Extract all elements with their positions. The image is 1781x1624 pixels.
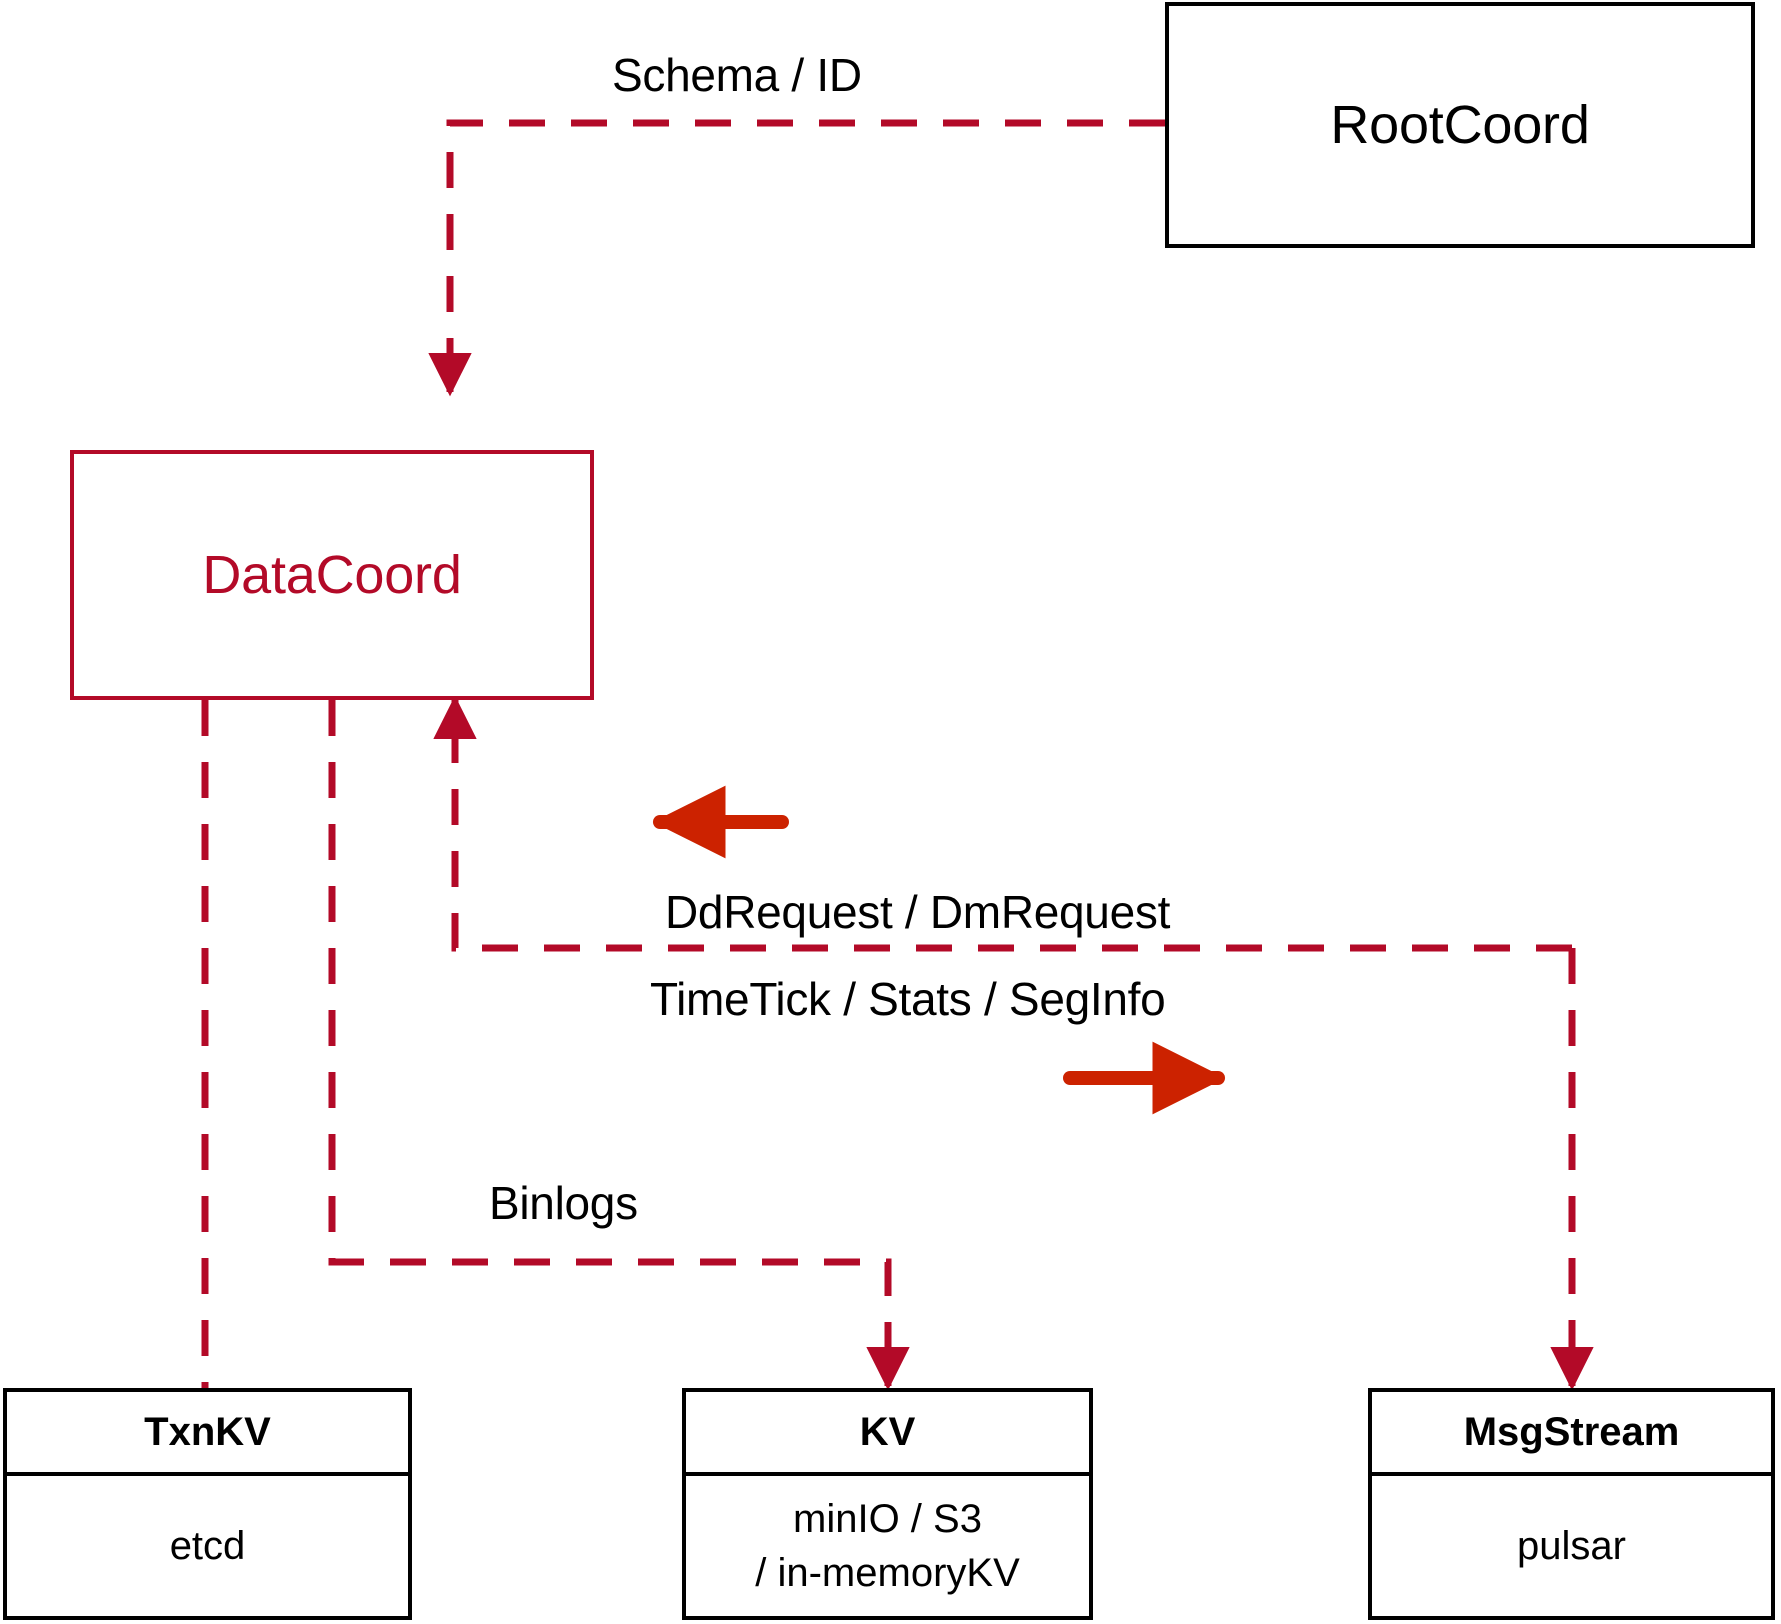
node-txnkv-body: etcd (7, 1476, 408, 1616)
node-kv[interactable]: KV minIO / S3 / in-memoryKV (682, 1388, 1093, 1620)
edge-label-dd-dm-request: DdRequest / DmRequest (665, 886, 1171, 938)
edge-datacoord-kv-binlogs (328, 700, 910, 1391)
edge-msgstream-datacoord (433, 695, 1594, 1391)
node-msgstream-body: pulsar (1372, 1476, 1771, 1616)
edge-schema-id (428, 119, 1165, 397)
edge-label-timetick-stats-seginfo: TimeTick / Stats / SegInfo (650, 973, 1166, 1025)
node-txnkv-line-0: etcd (169, 1524, 246, 1568)
node-msgstream-header: MsgStream (1372, 1392, 1771, 1476)
node-datacoord[interactable]: DataCoord (70, 450, 594, 700)
node-txnkv[interactable]: TxnKV etcd (3, 1388, 412, 1620)
node-msgstream-line-0: pulsar (1517, 1524, 1626, 1568)
node-msgstream[interactable]: MsgStream pulsar (1368, 1388, 1775, 1620)
node-kv-header: KV (686, 1392, 1089, 1476)
node-txnkv-header: TxnKV (7, 1392, 408, 1476)
node-datacoord-label: DataCoord (202, 545, 462, 605)
node-kv-line-0: minIO / S3 (793, 1497, 982, 1541)
node-kv-body: minIO / S3 / in-memoryKV (686, 1476, 1089, 1616)
node-rootcoord[interactable]: RootCoord (1165, 2, 1755, 248)
edge-label-schema-id: Schema / ID (612, 49, 862, 101)
node-kv-line-1: / in-memoryKV (755, 1551, 1020, 1595)
edge-label-binlogs: Binlogs (489, 1177, 638, 1229)
node-rootcoord-label: RootCoord (1330, 95, 1590, 155)
